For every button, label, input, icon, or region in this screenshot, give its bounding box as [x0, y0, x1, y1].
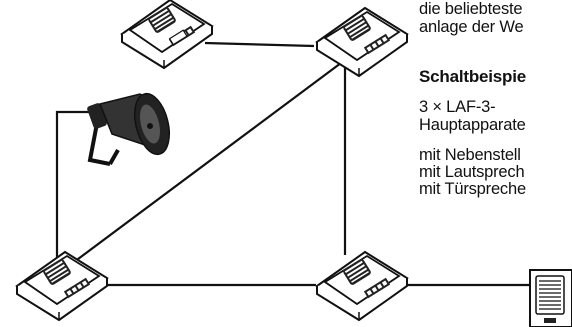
main-station-bottom-left — [16, 251, 108, 321]
option-line-2: mit Lautsprech — [419, 163, 525, 181]
unit-type-line: Hauptapparate — [419, 116, 526, 134]
option-line-3: mit Türspreche — [419, 180, 526, 198]
door-speaker — [529, 269, 572, 327]
main-station-top-left — [121, 0, 213, 69]
wire-speaker — [55, 110, 92, 262]
main-station-top-center — [316, 7, 408, 77]
main-station-bottom-center — [316, 251, 408, 321]
intro-line-1: die beliebteste — [419, 0, 523, 18]
section-heading: Schaltbeispie — [419, 67, 526, 86]
wire-diagonal — [65, 59, 346, 269]
quantity-line: 3 × LAF-3- — [419, 98, 496, 116]
intro-line-2: anlage der We — [419, 18, 524, 36]
option-line-1: mit Nebenstell — [419, 146, 521, 164]
horn-loudspeaker — [87, 92, 170, 166]
wires — [55, 41, 530, 287]
wire-top — [204, 41, 315, 48]
